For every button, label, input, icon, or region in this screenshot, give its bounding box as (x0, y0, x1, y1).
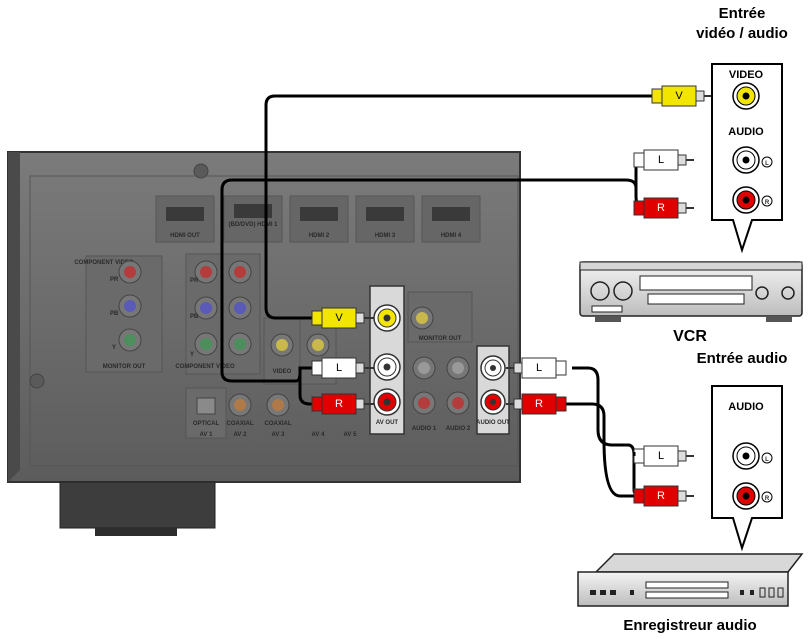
svg-text:PR: PR (190, 278, 199, 284)
left-plug-av-out: L (311, 357, 374, 379)
svg-text:L: L (658, 450, 664, 462)
svg-text:L: L (536, 362, 542, 374)
hdmi-3-port: HDMI 3 (355, 195, 415, 243)
svg-text:MONITOR OUT: MONITOR OUT (419, 336, 462, 342)
svg-text:MONITOR OUT: MONITOR OUT (103, 364, 146, 370)
digital-inputs: OPTICAL AV 1 COAXIAL AV 2 COAXIAL AV 3 A… (185, 387, 358, 439)
monitor-out-audio-inputs: MONITOR OUT AUDIO 1 AUDIO 2 (407, 291, 473, 432)
svg-text:AV 2: AV 2 (234, 432, 248, 438)
svg-text:PB: PB (110, 311, 119, 317)
svg-text:AV OUT: AV OUT (376, 420, 399, 426)
recorder-label: Enregistreur audio (623, 617, 756, 634)
hdmi-2-port: HDMI 2 (289, 195, 349, 243)
svg-text:R: R (765, 496, 770, 502)
svg-text:Y: Y (112, 345, 116, 351)
left-plug-recorder: L (633, 445, 694, 467)
av-out-group: AV OUT (369, 285, 405, 435)
audio-out-group: AUDIO OUT (476, 345, 510, 435)
video-cable (264, 94, 658, 320)
svg-text:AV 5: AV 5 (344, 432, 358, 438)
left-plug-vcr: L (633, 149, 694, 171)
vcr-device (579, 261, 803, 322)
right-plug-recorder: R (633, 485, 694, 507)
svg-text:AV 3: AV 3 (272, 432, 286, 438)
svg-text:Y: Y (190, 352, 194, 358)
svg-text:HDMI 2: HDMI 2 (309, 233, 330, 239)
audio-recorder-device (577, 553, 804, 607)
svg-text:L: L (336, 362, 342, 374)
right-plug-vcr: R (633, 197, 694, 219)
left-plug-audio-out: L (506, 357, 567, 379)
svg-text:AUDIO OUT: AUDIO OUT (476, 420, 510, 426)
svg-text:AV 4: AV 4 (312, 432, 326, 438)
hdmi-4-port: HDMI 4 (421, 195, 481, 243)
svg-text:AUDIO 2: AUDIO 2 (446, 426, 471, 432)
svg-text:AUDIO: AUDIO (728, 401, 764, 413)
monitor-out-component: COMPONENT VIDEO PR PB Y MONITOR OUT (74, 255, 163, 373)
svg-text:COAXIAL: COAXIAL (227, 421, 254, 427)
recorder-input-label: Entrée audio (697, 350, 788, 367)
right-plug-av-out: R (311, 393, 374, 415)
component-inputs: PR PB Y COMPONENT VIDEO (175, 253, 261, 375)
svg-text:HDMI 4: HDMI 4 (441, 233, 462, 239)
vcr-input-label-line1: Entrée (719, 5, 766, 22)
svg-text:R: R (535, 398, 543, 410)
hdmi-out-port: HDMI OUT (155, 195, 215, 243)
audio-right-cable-return (298, 372, 314, 406)
vcr-input-label-line2: vidéo / audio (696, 25, 788, 42)
vcr-label: VCR (673, 328, 707, 345)
svg-text:R: R (657, 202, 665, 214)
svg-text:COAXIAL: COAXIAL (265, 421, 292, 427)
svg-text:COMPONENT VIDEO: COMPONENT VIDEO (175, 364, 235, 370)
svg-text:AV 1: AV 1 (200, 432, 214, 438)
svg-text:R: R (335, 398, 343, 410)
vcr-input-panel: VIDEO AUDIO L R (711, 63, 783, 254)
audio-right-cable-recorder (556, 402, 606, 440)
plugs: V V L R (311, 85, 712, 507)
svg-text:HDMI OUT: HDMI OUT (170, 233, 200, 239)
svg-text:HDMI 3: HDMI 3 (375, 233, 396, 239)
svg-text:L: L (765, 457, 769, 463)
svg-text:OPTICAL: OPTICAL (193, 421, 220, 427)
svg-text:(BD/DVD) HDMI 1: (BD/DVD) HDMI 1 (229, 222, 279, 228)
video-plug-vcr: V (651, 85, 712, 107)
hdmi-1-port: (BD/DVD) HDMI 1 (223, 195, 283, 243)
svg-text:AUDIO: AUDIO (728, 126, 764, 138)
svg-text:V: V (675, 90, 683, 102)
recorder-input-panel: AUDIO L R (711, 385, 783, 552)
svg-text:R: R (765, 200, 770, 206)
right-plug-audio-out: R (506, 393, 567, 415)
svg-text:VIDEO: VIDEO (273, 369, 292, 375)
svg-text:R: R (657, 490, 665, 502)
svg-text:COMPONENT VIDEO: COMPONENT VIDEO (74, 260, 134, 266)
svg-text:PR: PR (110, 277, 119, 283)
svg-text:L: L (658, 154, 664, 166)
video-inputs: VIDEO (263, 317, 337, 385)
svg-text:V: V (335, 312, 343, 324)
audio-left-cable-vcr (220, 158, 641, 383)
svg-text:VIDEO: VIDEO (729, 69, 764, 81)
svg-text:AUDIO 1: AUDIO 1 (412, 426, 437, 432)
svg-text:PB: PB (190, 314, 199, 320)
video-plug-receiver: V (311, 307, 374, 329)
receiver-rear-panel: HDMI OUT (BD/DVD) HDMI 1 HDMI 2 HDMI 3 H… (7, 151, 521, 536)
svg-text:L: L (765, 161, 769, 167)
